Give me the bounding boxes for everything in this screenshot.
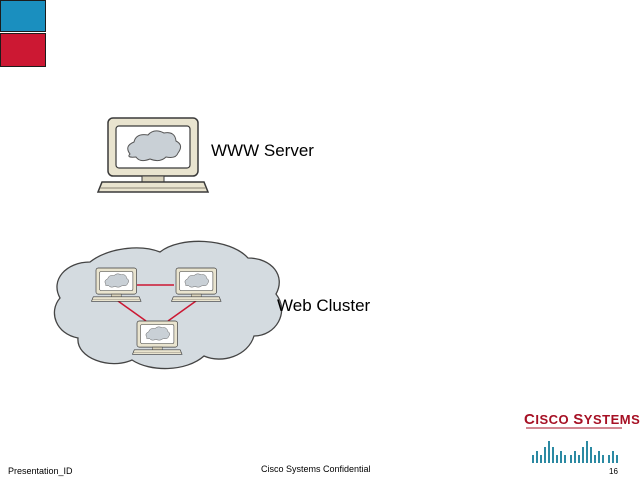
confidential-notice: Cisco Systems Confidential — [261, 464, 371, 474]
www-server-workstation-icon — [97, 117, 209, 193]
cisco-bars-icon — [526, 427, 622, 463]
cisco-logo: CISCO SYSTEMS — [524, 411, 640, 467]
web-cluster-label: Web Cluster — [277, 296, 371, 315]
www-server-label: WWW Server — [211, 141, 314, 160]
accent-block-blue — [0, 0, 46, 32]
cisco-logo-wordmark: CISCO SYSTEMS — [524, 411, 640, 428]
cluster-links — [117, 284, 197, 322]
accent-block-red — [0, 33, 46, 67]
presentation-id: Presentation_ID — [8, 466, 73, 476]
page-number: 16 — [609, 467, 618, 476]
